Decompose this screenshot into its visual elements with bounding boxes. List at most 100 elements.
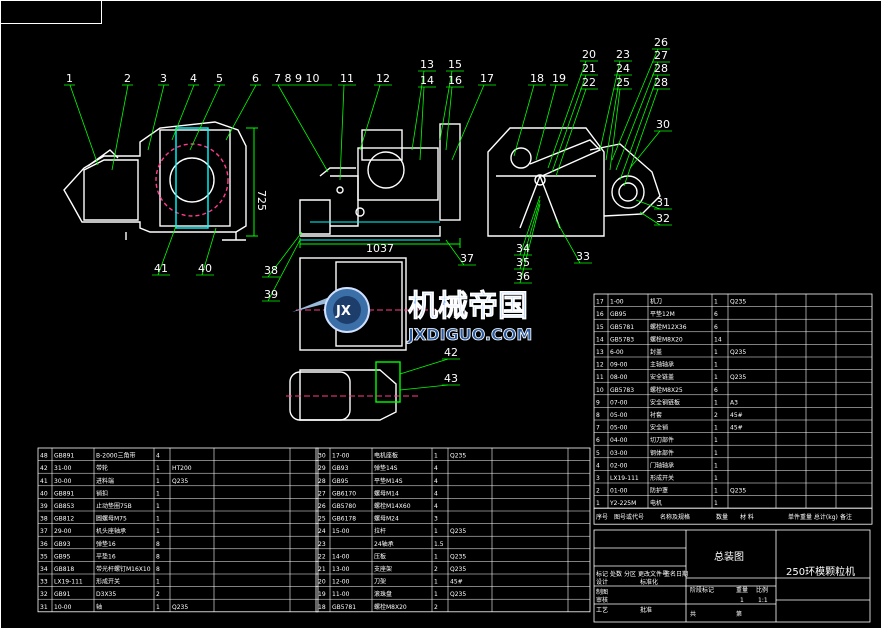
bom-right-cell-code: 03-00 <box>610 450 628 457</box>
bom-left-cell-no: 36 <box>40 541 48 548</box>
bom-mid-cell-qty: 1 <box>434 453 438 460</box>
bom-right-cell-mat: 45# <box>730 425 743 432</box>
bom-left-cell-name: 平垫16 <box>96 552 116 560</box>
bom-left-cell-code: 29-00 <box>54 528 72 535</box>
bom-mid-cell-qty: 1.5 <box>434 541 444 548</box>
callout-c16: 16 <box>448 74 462 87</box>
bom-left-cell-qty: 1 <box>156 503 160 510</box>
bom-right-cell-no: 1 <box>596 500 600 507</box>
bom-right-cell-qty: 1 <box>714 374 718 381</box>
bom-right-cell-no: 14 <box>596 336 604 343</box>
callout-c34: 34 <box>516 242 530 255</box>
callout-c30: 30 <box>656 118 670 131</box>
bom-mid-cell-code: GB5780 <box>332 503 356 510</box>
bom-right-cell-qty: 2 <box>714 412 718 419</box>
bom-left-frame <box>37 447 319 613</box>
bom-left-cell-name: 弹垫16 <box>96 540 116 548</box>
bom-right-cell-qty: 14 <box>714 336 722 343</box>
view-front-cyan <box>300 221 440 241</box>
callout-c6: 6 <box>252 72 259 85</box>
watermark-logo-letters: JX <box>335 304 351 319</box>
bom-right-cell-qty: 6 <box>714 324 718 331</box>
bom-left-cell-qty: 1 <box>156 516 160 523</box>
bom-left-cell-name: D3X35 <box>96 591 116 598</box>
callout-leader-c27 <box>615 61 659 171</box>
bom-mid-cell-qty: 1 <box>434 579 438 586</box>
bom-mid-cell-name: 螺栓M8X20 <box>374 603 407 611</box>
title-drawing-name: 总装图 <box>714 550 744 563</box>
callout-c32: 32 <box>656 212 670 225</box>
title-label-draw: 制图 <box>596 588 608 596</box>
callout-leader-c40 <box>201 227 217 276</box>
callout-leader-c15 <box>439 70 453 141</box>
bom-left-cell-name: 销扣 <box>96 489 108 497</box>
bom-mid-cell-qty: 1 <box>434 591 438 598</box>
callout-c23: 23 <box>616 48 630 61</box>
callout-leader-c14 <box>419 86 425 161</box>
bom-mid-cell-no: 20 <box>318 579 326 586</box>
callout-leader-c5 <box>189 84 221 151</box>
callout-c38: 38 <box>264 264 278 277</box>
bom-left-cell-code: GB95 <box>54 553 71 560</box>
bom-mid-cell-no: 29 <box>318 465 326 472</box>
watermark-logo: JX <box>292 287 372 333</box>
dimension-width-label: 1037 <box>366 242 394 255</box>
bom-right-cell-code: GB95 <box>610 311 627 318</box>
callout-c28b: 28 <box>654 76 668 89</box>
callout-leader-c18 <box>513 84 535 157</box>
title-label-standard: 标准化 <box>640 578 658 586</box>
bom-right-cell-qty: 1 <box>714 362 718 369</box>
view-front-elevation <box>299 123 461 237</box>
bom-mid-cell-code: 11-00 <box>332 591 350 598</box>
bom-right-cell-code: 02-00 <box>610 462 628 469</box>
bom-left-cell-no: 35 <box>40 553 48 560</box>
bom-mid-cell-qty: 1 <box>434 528 438 535</box>
bom-left-cell-name: 进料端 <box>96 477 114 485</box>
callout-c19: 19 <box>552 72 566 85</box>
bom-left-cell-code: GB891 <box>54 453 74 460</box>
bom-header-qty: 数量 <box>716 513 728 521</box>
bom-left-cell-qty: 8 <box>156 541 160 548</box>
bom-left-cell-code: GB891 <box>54 490 74 497</box>
bom-right-cell-no: 3 <box>596 475 600 482</box>
callout-c11: 11 <box>340 72 354 85</box>
bom-left-cell-name: 带轮 <box>96 464 108 472</box>
callout-leader-c32 <box>639 211 661 226</box>
bom-mid-cell-no: 18 <box>318 604 326 611</box>
bom-right-cell-qty: 1 <box>714 425 718 432</box>
bom-mid-cell-qty: 4 <box>434 490 438 497</box>
title-label-sign: 签名 <box>664 570 676 578</box>
bom-right-cell-name: 防护罩 <box>650 487 668 495</box>
bom-mid-cell-qty: 2 <box>434 566 438 573</box>
callout-c1: 1 <box>66 72 73 85</box>
bom-right-cell-name: 切刀部件 <box>650 436 674 444</box>
callout-leader-c36 <box>519 203 541 284</box>
bom-right-cell-no: 10 <box>596 387 604 394</box>
bom-mid-cell-code: GB6170 <box>332 490 356 497</box>
title-label-count: 处数 <box>610 570 622 578</box>
title-label-sheet-total: 共 <box>690 610 696 618</box>
bom-right-cell-name: 螺栓M8X20 <box>650 335 683 343</box>
bom-mid-cell-name: 螺母M24 <box>374 515 399 523</box>
bom-mid-cell-no: 23 <box>318 541 326 548</box>
bom-right-cell-code: 05-00 <box>610 412 628 419</box>
title-label-process: 工艺 <box>596 606 608 614</box>
callout-c25: 25 <box>616 76 630 89</box>
bom-left-cell-no: 37 <box>40 528 48 535</box>
bom-left-cell-code: LX19-111 <box>54 579 83 586</box>
bom-header-code: 图号或代号 <box>614 513 644 521</box>
bom-right-cell-name: 安全钢链板 <box>650 398 680 406</box>
callout-leader-c4 <box>171 84 195 141</box>
bom-mid-cell-name: 刀架 <box>374 578 386 586</box>
bom-mid-cell-no: 28 <box>318 478 326 485</box>
bom-right-cell-no: 11 <box>596 374 604 381</box>
callout-leader-c42 <box>399 358 449 375</box>
bom-right-cell-code: 08-00 <box>610 374 628 381</box>
bom-right-cell-name: 钢体部件 <box>650 449 674 457</box>
callout-c17: 17 <box>480 72 494 85</box>
bom-left-cell-code: GB818 <box>54 566 74 573</box>
bom-left-cell-name: 圆螺母M75 <box>96 515 127 523</box>
callout-leader-c26 <box>611 48 659 161</box>
bom-left-cell-qty: 1 <box>156 490 160 497</box>
title-block <box>593 529 871 623</box>
